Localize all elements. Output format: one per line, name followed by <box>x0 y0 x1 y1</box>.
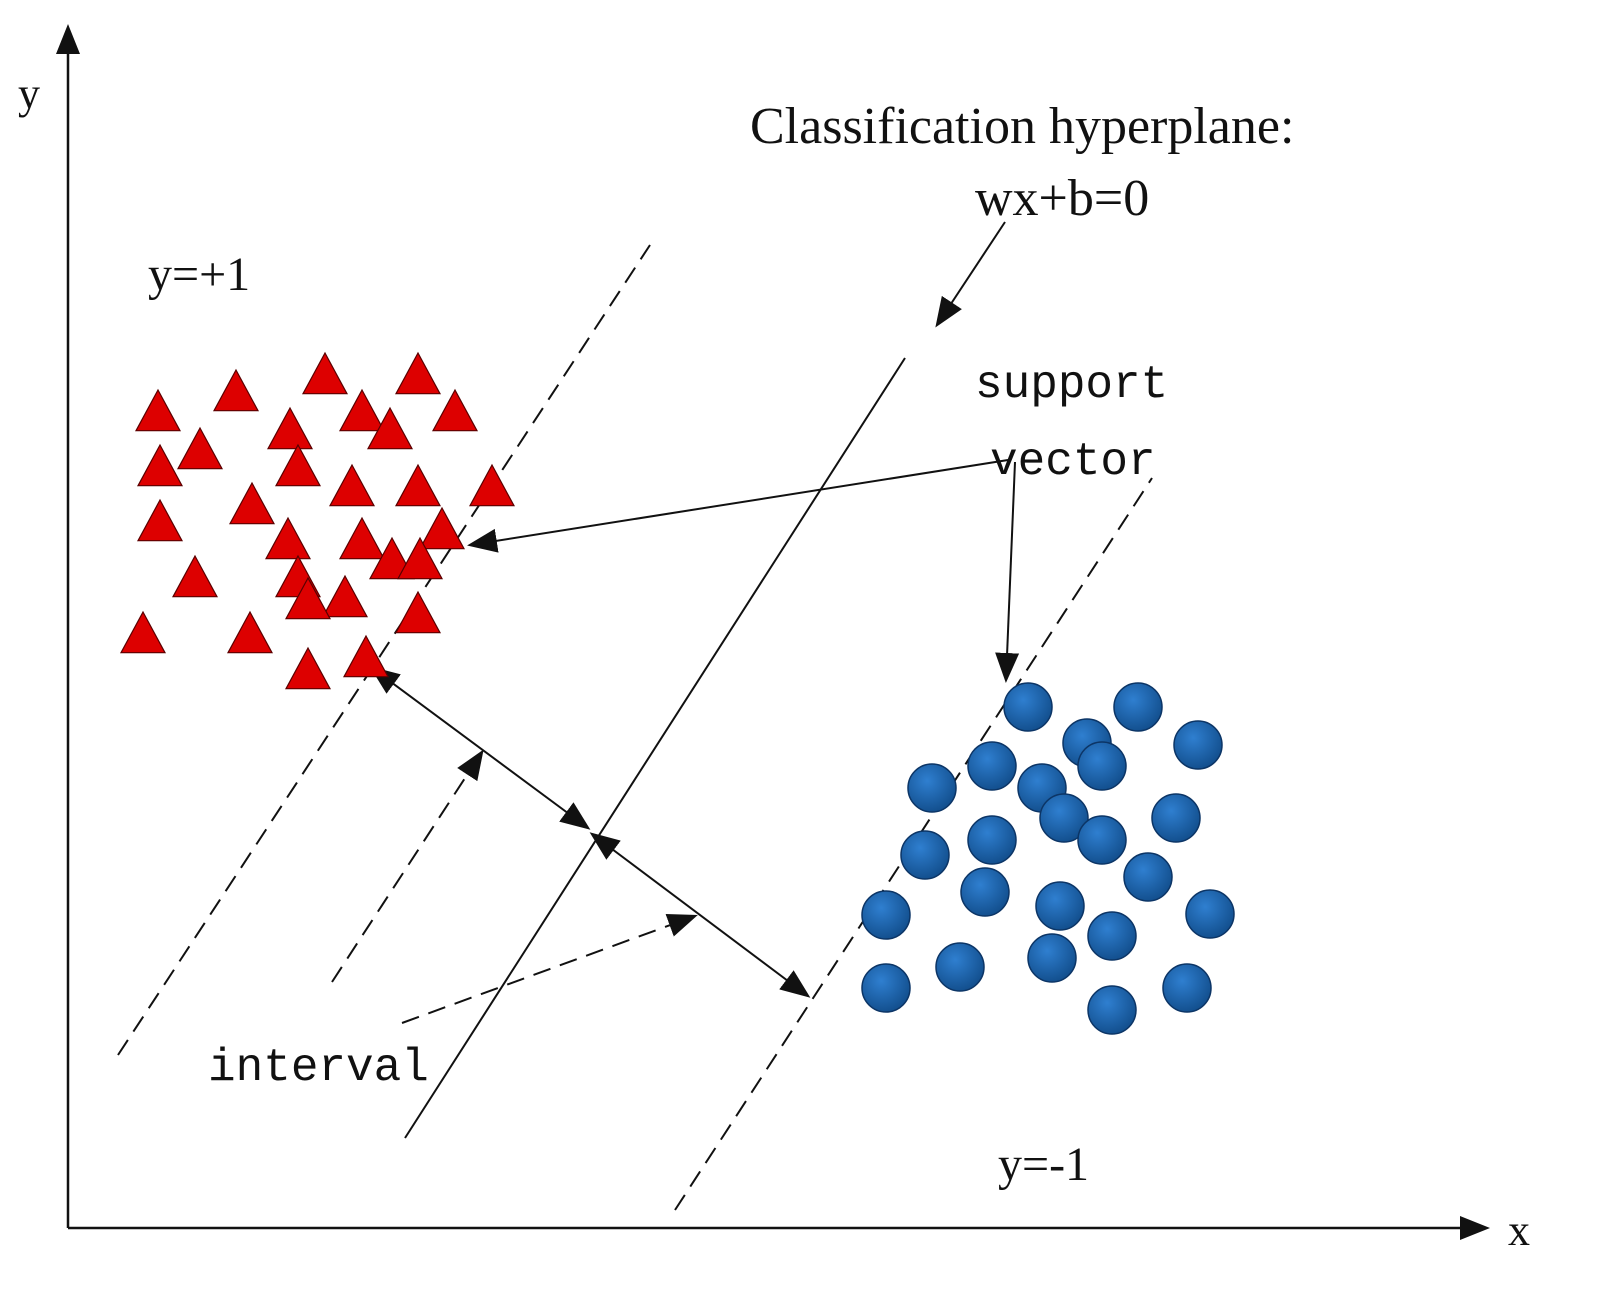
positive-triangle-point <box>394 463 442 507</box>
negative-circle-point <box>907 763 957 813</box>
positive-triangle-point <box>264 516 312 560</box>
positive-triangle-point <box>338 388 386 432</box>
positive-class-label: y=+1 <box>148 248 250 301</box>
positive-triangle-point <box>301 351 349 395</box>
negative-circle-point <box>935 942 985 992</box>
negative-circle-point <box>1123 852 1173 902</box>
y-axis-label: y <box>18 69 40 118</box>
positive-class-points <box>119 351 516 690</box>
negative-circle-point <box>1039 793 1089 843</box>
positive-triangle-point <box>136 498 184 542</box>
negative-circle-point <box>1113 682 1163 732</box>
y-axis-arrowhead <box>56 24 80 54</box>
positive-triangle-point <box>366 406 414 450</box>
negative-circle-point <box>960 867 1010 917</box>
negative-circle-point <box>967 815 1017 865</box>
hyperplane-title: Classification hyperplane: <box>750 98 1294 155</box>
positive-triangle-point <box>418 506 466 550</box>
positive-triangle-point <box>284 646 332 690</box>
negative-circle-point <box>1027 933 1077 983</box>
negative-circle-point <box>1003 682 1053 732</box>
negative-circle-point <box>1077 741 1127 791</box>
negative-circle-point <box>967 741 1017 791</box>
negative-circle-point <box>1087 911 1137 961</box>
positive-triangle-point <box>171 554 219 598</box>
negative-circle-point <box>1162 963 1212 1013</box>
x-axis-arrowhead <box>1460 1216 1490 1240</box>
negative-circle-point <box>1173 720 1223 770</box>
support-vector-label-line2: vector <box>990 436 1156 488</box>
positive-triangle-point <box>134 388 182 432</box>
positive-triangle-point <box>394 590 442 634</box>
negative-circle-point <box>861 963 911 1013</box>
positive-triangle-point <box>176 426 224 470</box>
hyperplane-pointer-arrow <box>935 221 1006 328</box>
negative-circle-point <box>900 830 950 880</box>
positive-triangle-point <box>284 576 332 620</box>
positive-triangle-point <box>394 351 442 395</box>
negative-circle-point <box>1185 889 1235 939</box>
positive-triangle-point <box>396 536 444 580</box>
hyperplane-line <box>404 357 906 1139</box>
x-axis-label: x <box>1508 1206 1530 1255</box>
positive-triangle-point <box>321 574 369 618</box>
support-vector-arrow-negative <box>995 461 1020 683</box>
positive-triangle-point <box>226 610 274 654</box>
interval-arrow-lower <box>589 832 811 998</box>
interval-pointer-lower <box>401 913 698 1024</box>
hyperplane-equation: wx+b=0 <box>975 170 1149 227</box>
positive-triangle-point <box>328 463 376 507</box>
positive-triangle-point <box>266 406 314 450</box>
negative-circle-point <box>1151 793 1201 843</box>
negative-circle-point <box>1087 985 1137 1035</box>
negative-circle-point <box>1077 815 1127 865</box>
negative-circle-point <box>1035 881 1085 931</box>
positive-triangle-point <box>228 481 276 525</box>
support-vector-arrow-positive <box>467 459 1009 553</box>
negative-class-label: y=-1 <box>998 1138 1089 1191</box>
positive-triangle-point <box>338 516 386 560</box>
upper-margin-line <box>117 244 651 1056</box>
positive-triangle-point <box>342 634 390 678</box>
interval-pointer-upper <box>331 749 484 983</box>
positive-triangle-point <box>136 443 184 487</box>
positive-triangle-point <box>119 610 167 654</box>
positive-triangle-point <box>468 463 516 507</box>
positive-triangle-point <box>212 368 260 412</box>
interval-label: interval <box>208 1042 429 1094</box>
support-vector-label-line1: support <box>975 359 1168 411</box>
positive-triangle-point <box>274 443 322 487</box>
negative-class-points <box>861 682 1235 1035</box>
interval-arrow-upper <box>369 666 591 830</box>
positive-triangle-point <box>431 388 479 432</box>
negative-circle-point <box>861 890 911 940</box>
